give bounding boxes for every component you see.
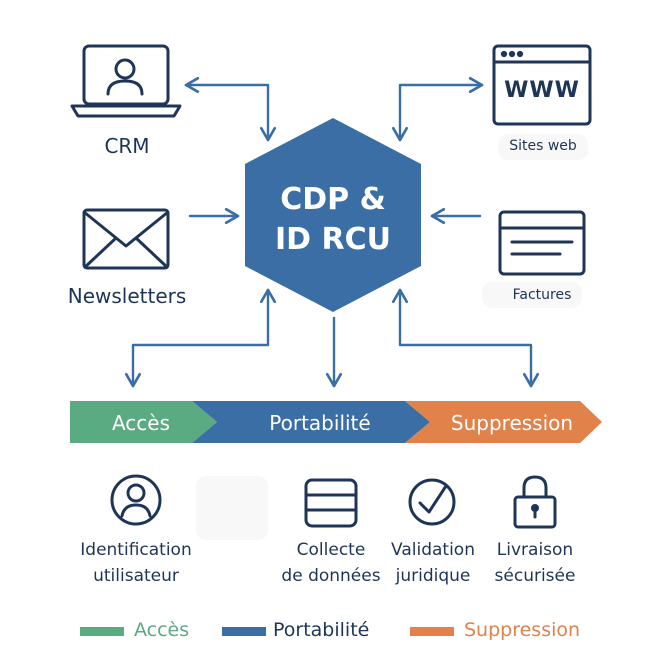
step-livraison-label: Livraison sécurisée xyxy=(494,540,576,586)
hub-hexagon xyxy=(245,118,421,312)
hub-title-line2: ID RCU xyxy=(275,222,391,257)
arrow-sites-web-hub xyxy=(391,76,484,142)
database-storage-icon xyxy=(304,478,358,528)
check-circle-icon xyxy=(408,478,456,526)
legend-suppression-swatch xyxy=(410,627,454,636)
band-portabilite-segment xyxy=(192,401,430,443)
step-collecte-label: Collecte de données xyxy=(281,540,381,586)
newsletter-envelope-icon xyxy=(82,208,170,270)
band-suppression-segment xyxy=(405,401,602,443)
hub-title-line1: CDP & xyxy=(280,182,386,217)
legend-portabilite-label: Portabilité xyxy=(273,619,370,641)
blank-step-placeholder xyxy=(196,476,268,540)
crm-laptop-icon xyxy=(70,44,182,118)
factures-label: Factures xyxy=(512,287,572,303)
step-validation-label: Validation juridique xyxy=(391,540,475,586)
sites-web-label-background xyxy=(498,134,588,160)
browser-window-icon xyxy=(492,44,592,126)
invoice-document-icon xyxy=(498,210,586,276)
legend-portabilite-swatch xyxy=(222,627,266,636)
crm-label: CRM xyxy=(104,134,150,158)
band-acces-label: Accès xyxy=(111,411,171,435)
padlock-icon xyxy=(513,475,557,529)
newsletters-label: Newsletters xyxy=(67,284,187,308)
legend-acces-swatch xyxy=(80,627,124,636)
legend-suppression-label: Suppression xyxy=(464,619,581,641)
band-acces-segment xyxy=(70,401,217,443)
legend-acces-label: Accès xyxy=(134,619,190,641)
arrow-hub-suppression xyxy=(391,288,540,388)
arrow-crm-hub xyxy=(184,76,277,142)
band-suppression-label: Suppression xyxy=(450,411,574,435)
step-identification-label: Identification utilisateur xyxy=(80,540,192,586)
sites-web-label: Sites web xyxy=(509,138,577,154)
user-circle-icon xyxy=(110,474,162,526)
arrow-hub-acces xyxy=(124,288,277,388)
band-portabilite-label: Portabilité xyxy=(269,411,371,435)
browser-www-text: WWW xyxy=(504,78,580,103)
